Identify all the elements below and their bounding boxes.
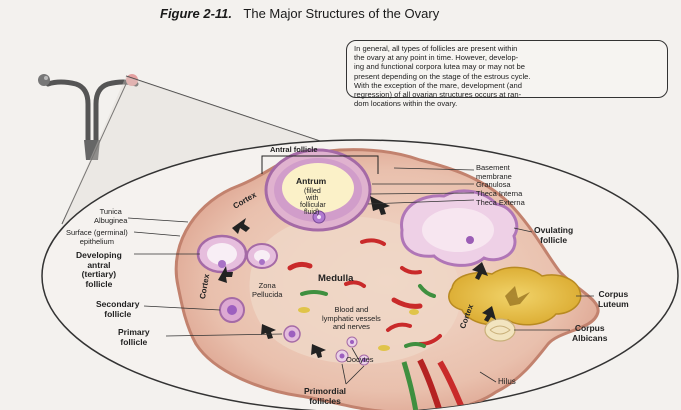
label-hilus: Hilus [498,378,516,387]
label-corpus-luteum: Corpus Luteum [598,290,629,309]
label-line: follicle [96,310,139,320]
secondary-follicle [220,298,244,322]
label-primordial-follicles: Primordial follicles [304,387,346,406]
label-line: follicle [534,236,573,246]
label-line: epithelium [66,238,128,247]
label-line: Pellucida [252,291,282,300]
label-zona-pellucida: Zona Pellucida [252,282,282,299]
label-line: follicle [118,338,150,348]
label-oocytes: Oocytes [346,356,374,365]
label-basement-membrane: Basement membrane [476,164,512,181]
label-tunica-albuginea: Tunica Albuginea [94,208,127,225]
label-medulla: Medulla [318,274,353,284]
developing-antral-follicle-2 [247,244,277,268]
label-line: follicles [304,397,346,407]
label-line: Albuginea [94,217,127,226]
primary-follicle [284,326,300,342]
corpus-albicans [485,319,515,341]
label-antrum: Antrum [296,178,326,186]
label-line: Luteum [598,300,629,310]
label-ovulating-follicle: Ovulating follicle [534,226,573,245]
label-developing-antral-follicle: Developing antral (tertiary) follicle [76,251,122,289]
developing-antral-follicle [198,236,246,272]
label-primary-follicle: Primary follicle [118,328,150,347]
label-antral-follicle: Antral follicle [270,146,318,155]
label-antrum-line: fluid) [304,209,319,217]
label-theca-externa: Theca Externa [476,199,525,208]
label-surface-epithelium: Surface (germinal) epithelium [66,229,128,246]
label-blood-vessels: Blood and lymphatic vessels and nerves [322,306,381,332]
label-line: Albicans [572,334,607,344]
label-secondary-follicle: Secondary follicle [96,300,139,319]
label-line: and nerves [322,323,381,332]
label-line: follicle [76,280,122,290]
label-corpus-albicans: Corpus Albicans [572,324,607,343]
